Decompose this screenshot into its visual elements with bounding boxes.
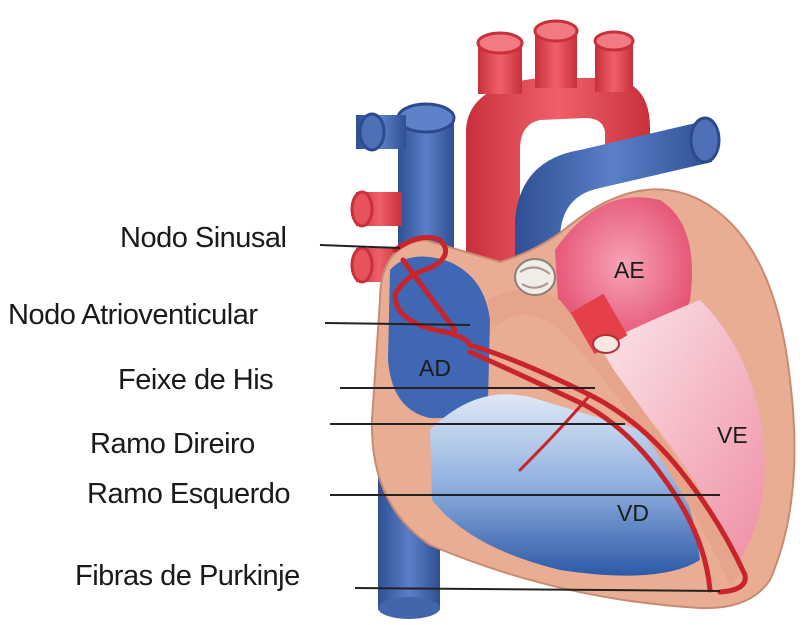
label-bundle-his: Feixe de His [118, 364, 273, 397]
chamber-label-vd: VD [617, 500, 649, 527]
chamber-label-ad: AD [419, 355, 451, 382]
label-left-branch: Ramo Esquerdo [87, 478, 290, 511]
chamber-label-ae: AE [614, 257, 645, 284]
label-purkinje: Fibras de Purkinje [75, 560, 300, 593]
label-right-branch: Ramo Direiro [90, 428, 255, 461]
label-sa-node: Nodo Sinusal [120, 222, 287, 255]
chamber-label-ve: VE [717, 422, 748, 449]
label-av-node: Nodo Atrioventicular [8, 299, 258, 332]
